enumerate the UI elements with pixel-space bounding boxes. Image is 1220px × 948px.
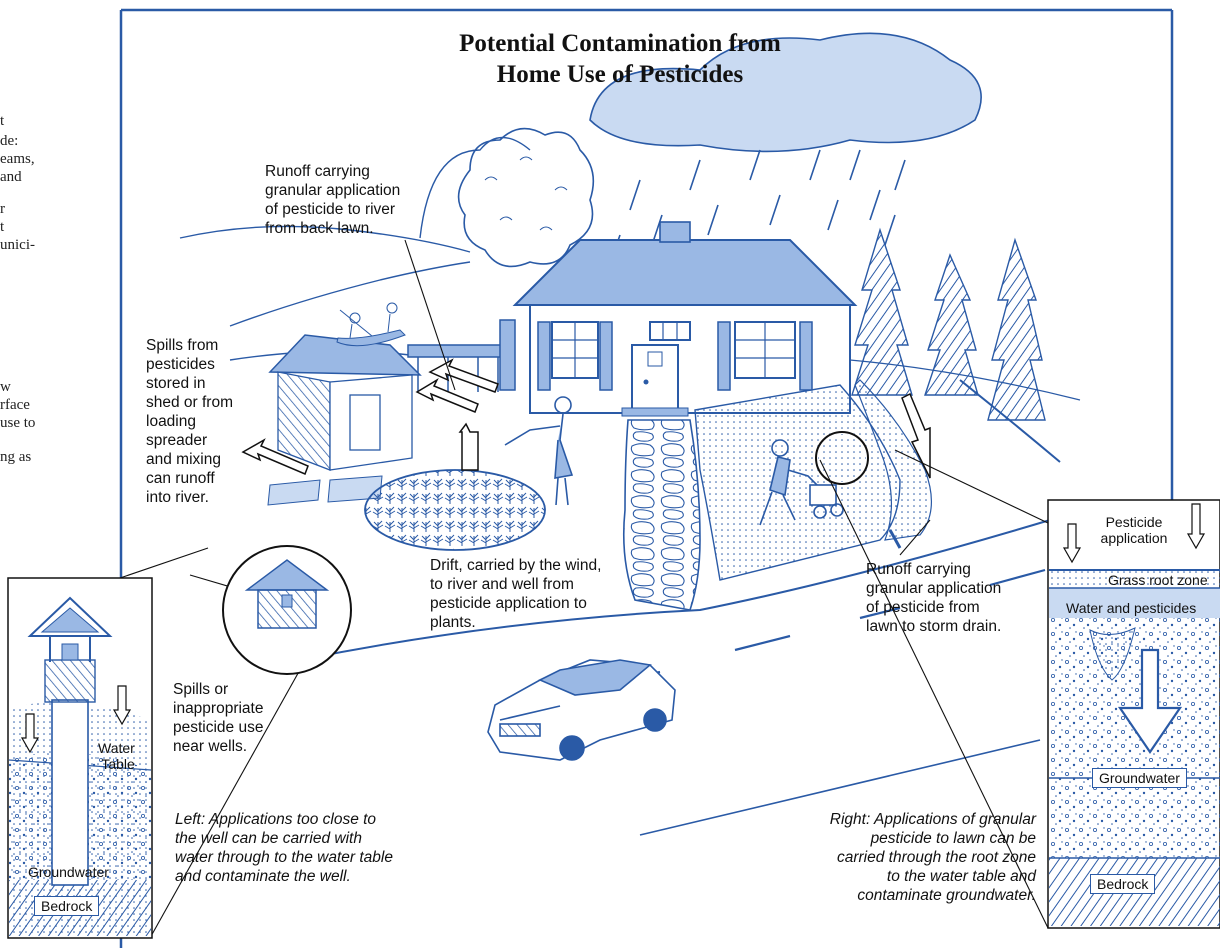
callout-spills-wells: Spills or inappropriate pesticide use ne… [173,680,263,756]
callout-runoff-storm-drain: Runoff carrying granular application of … [866,560,1001,636]
left-inset-bedrock: Bedrock [34,896,100,916]
callout-line: stored in [146,375,206,392]
right-inset-panel [1047,499,1220,929]
callout-line: Spills or [173,681,229,698]
label-line: Table [101,756,135,772]
evergreen-trees [851,227,1046,421]
margin-fragment: t [0,113,5,129]
callout-runoff-back-lawn: Runoff carrying granular application of … [265,162,400,238]
callout-line: Spills from [146,337,219,354]
callout-line: can runoff [146,470,215,487]
caption-line: Left: Applications too close to [175,811,377,828]
caption-line: and contaminate the well. [175,868,351,885]
margin-fragment: eams, [0,151,35,167]
right-inset-pesticide-application: Pesticide application [1096,514,1172,546]
callout-line: of pesticide to river [265,201,396,218]
caption-line: contaminate groundwater. [857,887,1036,904]
callout-line: into river. [146,489,209,506]
margin-fragment: and [0,169,22,185]
callout-line: inappropriate [173,700,264,717]
label-line: Pesticide [1105,514,1163,530]
lawn [694,359,1081,581]
callout-spills-shed: Spills from pesticides stored in shed or… [146,336,233,507]
well-inset-circle [222,545,352,675]
callout-line: granular application [265,182,401,199]
tree [457,127,595,268]
callout-line: Runoff carrying [866,561,971,578]
house [512,221,858,417]
right-inset-bedrock: Bedrock [1090,874,1156,894]
margin-fragment: ng as [0,449,32,465]
callout-line: loading [146,413,196,430]
callout-drift: Drift, carried by the wind, to river and… [430,556,601,632]
left-inset-groundwater: Groundwater [28,864,109,880]
margin-fragment: w [0,379,11,395]
callout-line: granular application [866,580,1002,597]
diagram-title: Potential Contamination from Home Use of… [390,28,850,90]
caption-line: pesticide to lawn can be [870,830,1036,847]
stone-path [623,419,701,611]
margin-fragment: r [0,201,5,217]
callout-line: to river and well from [430,576,574,593]
pergola [407,319,516,392]
person-spreader [759,439,844,526]
left-inset-water-table: Water Table [98,740,135,772]
left-inset-panel [7,577,153,939]
callout-line: lawn to storm drain. [866,618,1002,635]
margin-fragment: de: [0,133,19,149]
flow-arrows [241,358,931,479]
margin-fragment: t [0,219,5,235]
leader-lines [119,239,1049,939]
right-caption: Right: Applications of granular pesticid… [760,810,1036,905]
callout-line: shed or from [146,394,234,411]
callout-line: spreader [146,432,208,449]
caption-line: carried through the root zone [836,849,1036,866]
caption-line: Right: Applications of granular [829,811,1036,828]
margin-fragment: use to [0,415,36,431]
label-line: application [1100,530,1168,546]
callout-line: from back lawn. [265,220,374,237]
callout-line: pesticide use [173,719,264,736]
caption-line: the well can be carried with [175,830,362,847]
canoe [336,302,406,347]
callout-line: and mixing [146,451,221,468]
callout-line: Runoff carrying [265,163,370,180]
margin-fragment: rface [0,397,30,413]
left-caption: Left: Applications too close to the well… [175,810,393,886]
callout-line: Drift, carried by the wind, [430,557,602,574]
caption-line: water through to the water table [175,849,393,866]
garden-bed [364,469,546,551]
callout-line: of pesticide from [866,599,980,616]
title-line-1: Potential Contamination from [459,30,781,57]
right-inset-grass-root-zone: Grass root zone [1108,572,1208,588]
margin-fragment: unici- [0,237,35,253]
title-line-2: Home Use of Pesticides [496,61,744,88]
callout-line: plants. [430,614,476,631]
label-line: Water [98,740,135,756]
shed [267,334,422,506]
caption-line: to the water table and [886,868,1036,885]
callout-line: pesticides [146,356,215,373]
callout-line: near wells. [173,738,248,755]
right-inset-groundwater: Groundwater [1092,768,1187,788]
callout-line: pesticide application to [430,595,587,612]
car [487,659,676,761]
right-inset-water-and-pesticides: Water and pesticides [1066,600,1197,616]
person-spraying [504,396,574,506]
